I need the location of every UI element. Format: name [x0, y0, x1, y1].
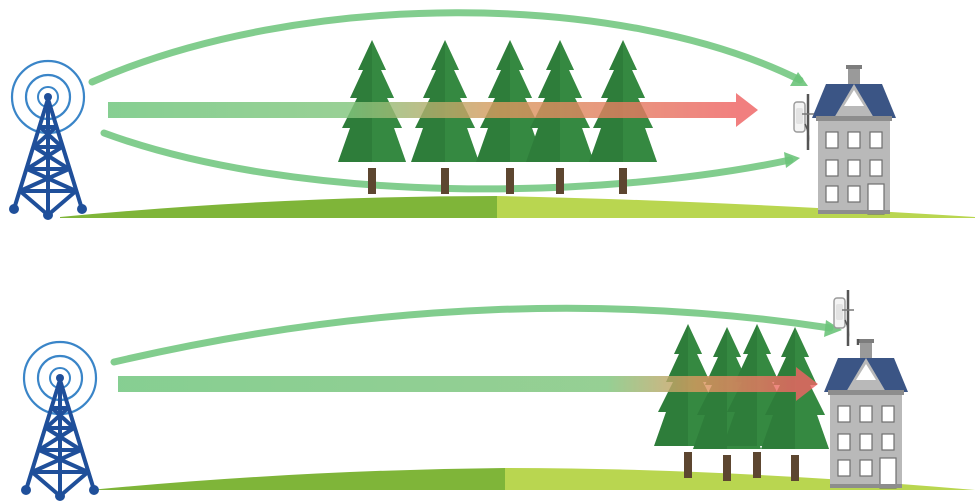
direct-beam-2 [118, 367, 818, 401]
signal-arc-lower-1 [100, 129, 794, 193]
signal-arc-upper-1 [88, 9, 804, 86]
house-icon [823, 338, 909, 489]
direct-beam-1 [108, 93, 758, 127]
ground-right-2 [505, 468, 975, 490]
pine-tree-icon [761, 327, 829, 481]
scenario-1 [7, 9, 975, 222]
ground-left-1 [60, 196, 497, 218]
arrowhead-upper-2 [824, 320, 842, 337]
house-icon [811, 64, 897, 215]
radio-tower-icon [7, 59, 89, 222]
wireless-antenna-icon [832, 288, 856, 348]
wireless-antenna-icon [792, 92, 816, 152]
ground-right-1 [497, 196, 975, 218]
ground-left-2 [90, 468, 505, 490]
arrowhead-upper-1 [790, 72, 808, 86]
scenario-2 [19, 288, 975, 502]
radio-tower-icon [19, 340, 101, 502]
arrowhead-lower-1 [784, 152, 800, 168]
signal-arc-upper-2 [110, 304, 834, 366]
